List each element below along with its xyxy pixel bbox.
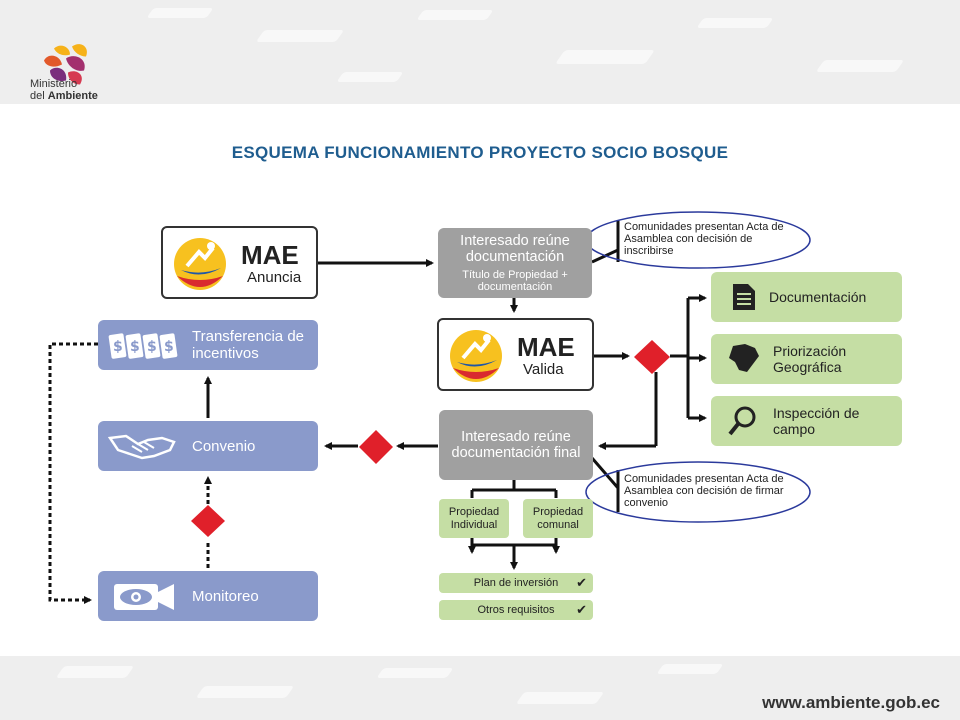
interesado-documentacion-final-box: Interesado reúne documentación final <box>439 410 593 480</box>
interesado-1-main: Interesado reúne documentación <box>460 233 570 265</box>
eye-camera-icon <box>114 584 174 610</box>
convenio-label: Convenio <box>192 438 256 455</box>
mae-logo-icon <box>450 330 502 382</box>
inspeccion-box: Inspección de campo <box>711 396 902 446</box>
checkmark-icon: ✔ <box>576 602 587 617</box>
interesado-2-main: Interesado reúne documentación final <box>451 429 581 461</box>
logo-line2-prefix: del <box>30 90 45 102</box>
mae-anuncia-box: MAE Anuncia <box>161 226 318 299</box>
documentacion-box: Documentación <box>711 272 902 322</box>
ministerio-logo-icon <box>44 44 87 85</box>
plan-inversion-box: Plan de inversión ✔ <box>439 573 593 593</box>
interesado-documentacion-box: Interesado reúne documentación Título de… <box>438 228 592 298</box>
note-ellipse-2 <box>585 461 811 523</box>
document-icon <box>733 284 755 310</box>
mae-logo-icon <box>174 238 226 290</box>
svg-text:$: $ <box>113 339 123 355</box>
decision-diamond-convenio <box>359 430 393 464</box>
note-firmar-convenio: Comunidades presentan Acta de Asamblea c… <box>624 473 784 509</box>
plan-inversion-label: Plan de inversión <box>473 576 559 589</box>
transferencia-label: Transferencia de incentivos <box>192 328 305 362</box>
svg-text:$: $ <box>164 339 174 355</box>
priorizacion-label: Priorización Geográfica <box>773 343 847 375</box>
logo-line1: Ministerio <box>30 78 78 90</box>
propiedad-comunal-box: Propiedad comunal <box>523 499 593 538</box>
decision-diamond-monitoreo <box>191 505 225 537</box>
header-band <box>0 0 960 104</box>
decision-diamond-valida <box>634 340 670 374</box>
mae-anuncia-label: Anuncia <box>247 269 302 286</box>
propiedad-individual-box: Propiedad Individual <box>439 499 509 538</box>
mae-anuncia-brand: MAE <box>241 240 299 270</box>
magnifier-icon <box>728 406 756 436</box>
priorizacion-box: Priorización Geográfica <box>711 334 902 384</box>
interesado-1-sub: Título de Propiedad + documentación <box>462 269 568 293</box>
monitoreo-label: Monitoreo <box>192 588 259 605</box>
logo-text: Ministerio del Ambiente <box>30 78 98 102</box>
mae-valida-brand: MAE <box>517 332 575 362</box>
mae-valida-box: MAE Valida <box>437 318 594 391</box>
ecuador-map-icon <box>729 344 759 372</box>
transferencia-box: $ $ $ $ Transferencia de incentivos <box>98 320 318 370</box>
footer-band <box>0 656 960 720</box>
otros-requisitos-label: Otros requisitos <box>477 603 555 616</box>
inspeccion-label: Inspección de campo <box>773 405 860 437</box>
note-inscribirse: Comunidades presentan Acta de Asamblea c… <box>624 221 784 257</box>
monitoreo-box: Monitoreo <box>98 571 318 621</box>
checkmark-icon: ✔ <box>576 575 587 590</box>
money-icon: $ $ $ $ <box>108 333 178 359</box>
svg-text:$: $ <box>130 339 140 355</box>
svg-text:$: $ <box>147 339 157 355</box>
footer-url[interactable]: www.ambiente.gob.ec <box>762 693 940 712</box>
mae-valida-label: Valida <box>523 361 564 378</box>
diagram-title: ESQUEMA FUNCIONAMIENTO PROYECTO SOCIO BO… <box>231 143 729 162</box>
convenio-box: Convenio <box>98 421 318 471</box>
documentacion-label: Documentación <box>769 289 867 305</box>
handshake-icon <box>108 434 176 460</box>
dotted-transferencia-monitoreo <box>48 342 98 604</box>
logo-line2-bold: Ambiente <box>47 90 98 102</box>
otros-requisitos-box: Otros requisitos ✔ <box>439 600 593 620</box>
